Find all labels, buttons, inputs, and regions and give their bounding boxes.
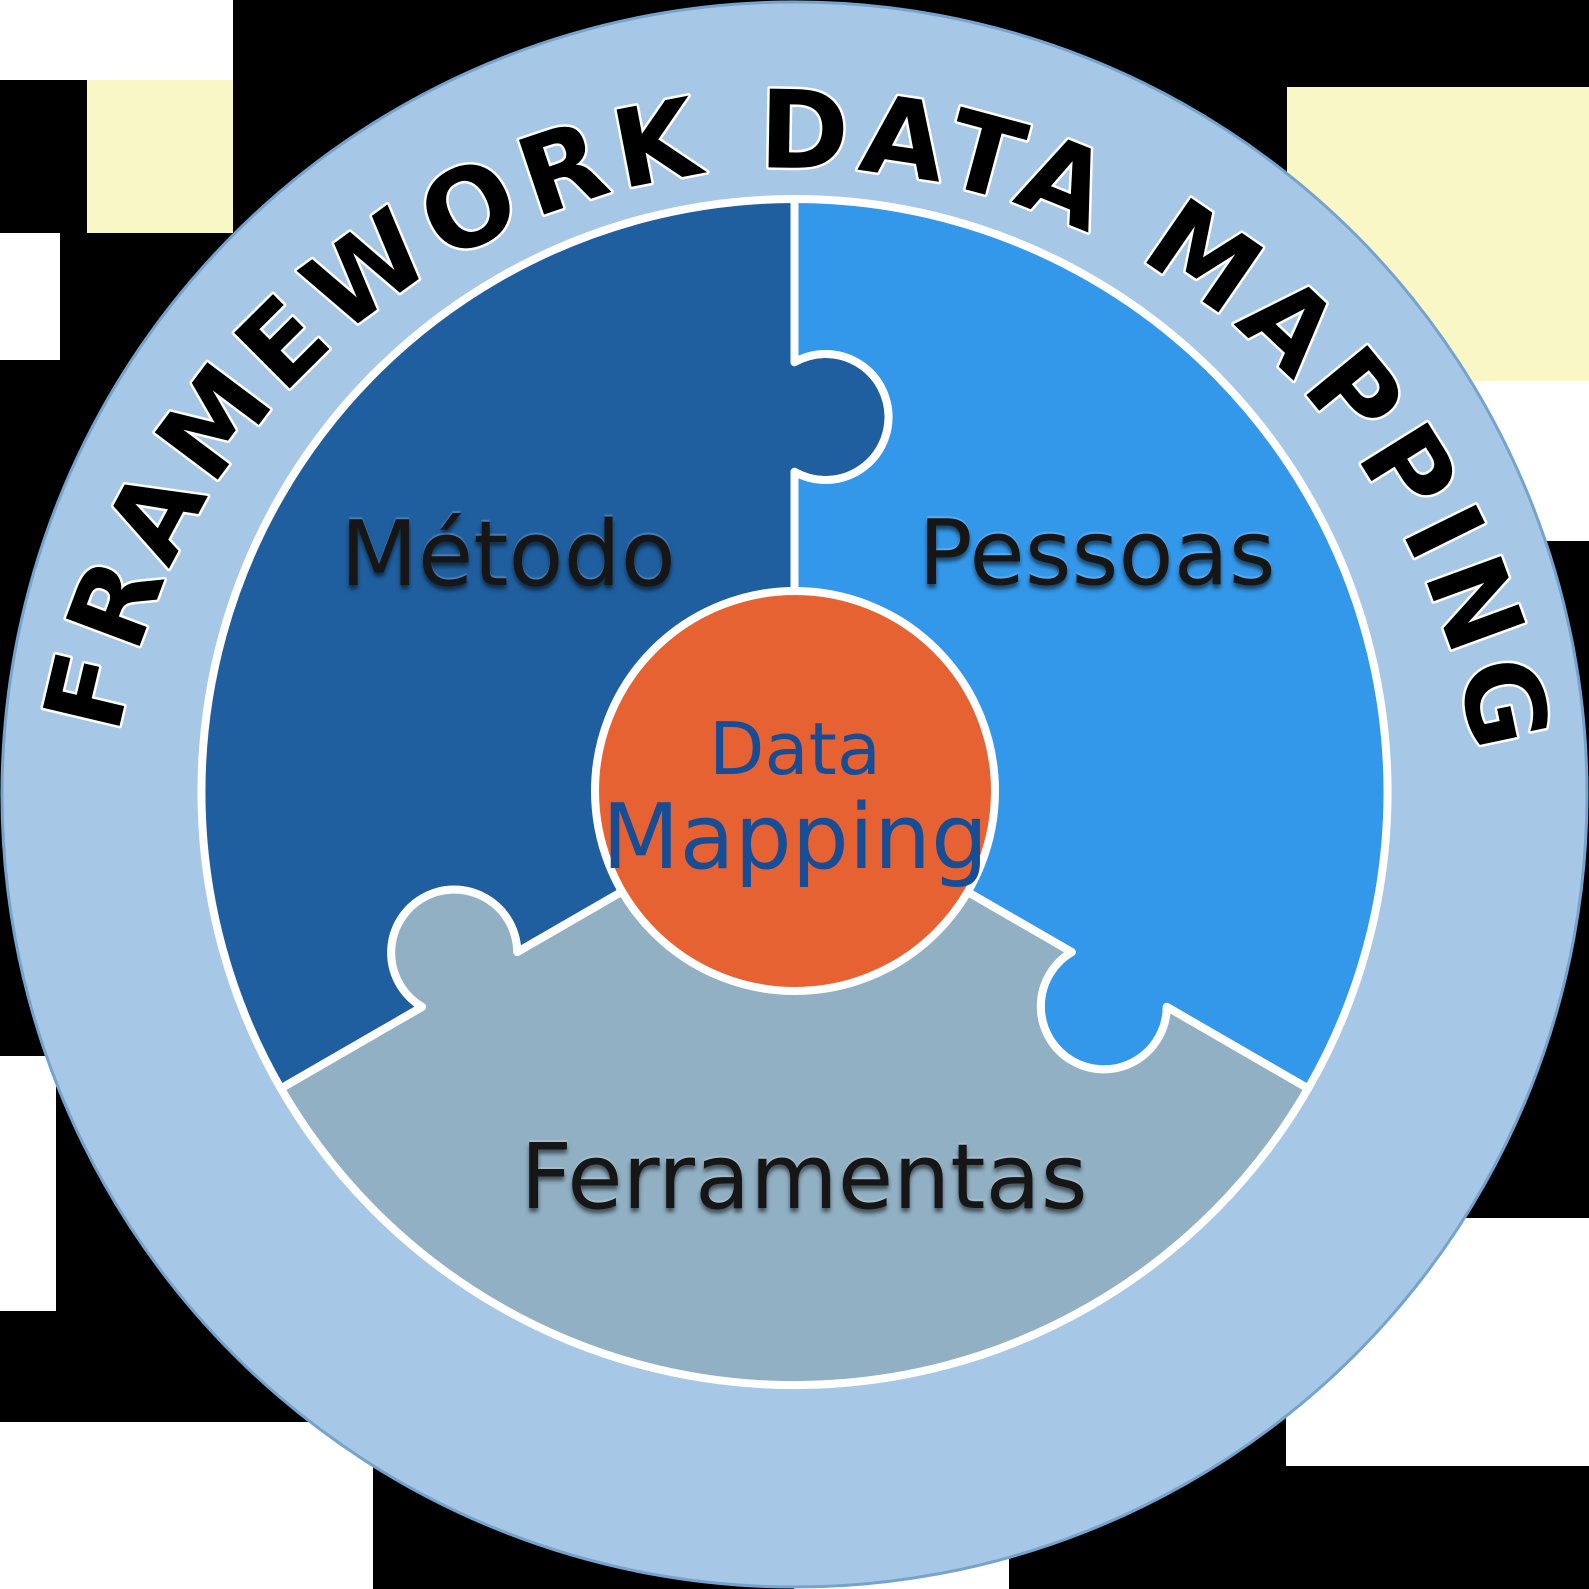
piece-label-metodo: Método (340, 502, 676, 607)
background-patch (0, 0, 233, 80)
center-circle (591, 587, 999, 995)
center-circle-line2: Mapping (602, 785, 988, 890)
background-patch (0, 1422, 373, 1589)
center-circle-line1: Data (709, 707, 881, 791)
piece-ferramentas (276, 788, 1313, 1390)
background-patch (0, 233, 60, 360)
piece-label-pessoas: Pessoas (918, 501, 1275, 606)
background-patch (0, 1056, 56, 1311)
piece-label-ferramentas: Ferramentas (520, 1125, 1087, 1230)
background-patch (87, 80, 233, 233)
